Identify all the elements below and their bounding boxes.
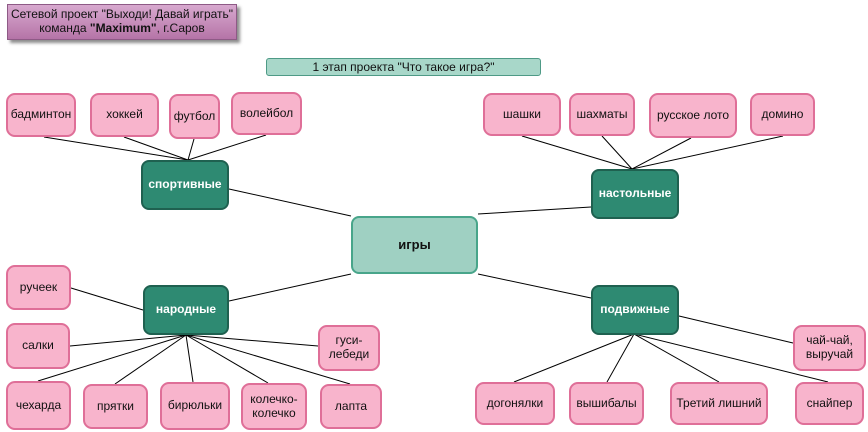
game-node: гуси- лебеди	[318, 325, 380, 371]
game-node: футбол	[169, 94, 220, 139]
category-folk: народные	[143, 285, 229, 335]
game-node: вышибалы	[569, 382, 644, 425]
center-node: игры	[351, 216, 478, 274]
game-node: хоккей	[90, 93, 159, 137]
game-node: шахматы	[569, 93, 635, 136]
team-prefix: команда	[39, 20, 90, 35]
game-node: бирюльки	[160, 382, 230, 430]
game-node: чехарда	[6, 381, 71, 430]
game-node: снайпер	[795, 382, 864, 425]
game-node: прятки	[83, 384, 148, 429]
team-line: команда "Maximum", г.Саров	[8, 20, 236, 36]
game-node: Третий лишний	[670, 382, 768, 425]
category-active: подвижные	[591, 285, 679, 335]
category-sport: спортивные	[141, 160, 229, 210]
game-node: чай-чай, выручай	[793, 325, 866, 371]
game-node: лапта	[320, 384, 382, 429]
game-node: шашки	[483, 93, 561, 136]
team-city: , г.Саров	[156, 20, 205, 35]
game-node: догонялки	[475, 382, 555, 425]
project-header: Сетевой проект "Выходи! Давай играть" ко…	[7, 4, 237, 40]
game-node: салки	[6, 323, 70, 369]
game-node: русское лото	[649, 93, 737, 138]
game-node: ручеек	[6, 265, 71, 310]
game-node: бадминтон	[6, 93, 76, 137]
category-board: настольные	[591, 169, 679, 219]
game-node: колечко- колечко	[241, 383, 307, 430]
game-node: волейбол	[231, 92, 302, 135]
game-node: домино	[750, 93, 815, 136]
project-title: Сетевой проект "Выходи! Давай играть"	[10, 7, 234, 21]
stage-label: 1 этап проекта "Что такое игра?"	[266, 58, 541, 76]
team-name: "Maximum"	[89, 20, 157, 35]
